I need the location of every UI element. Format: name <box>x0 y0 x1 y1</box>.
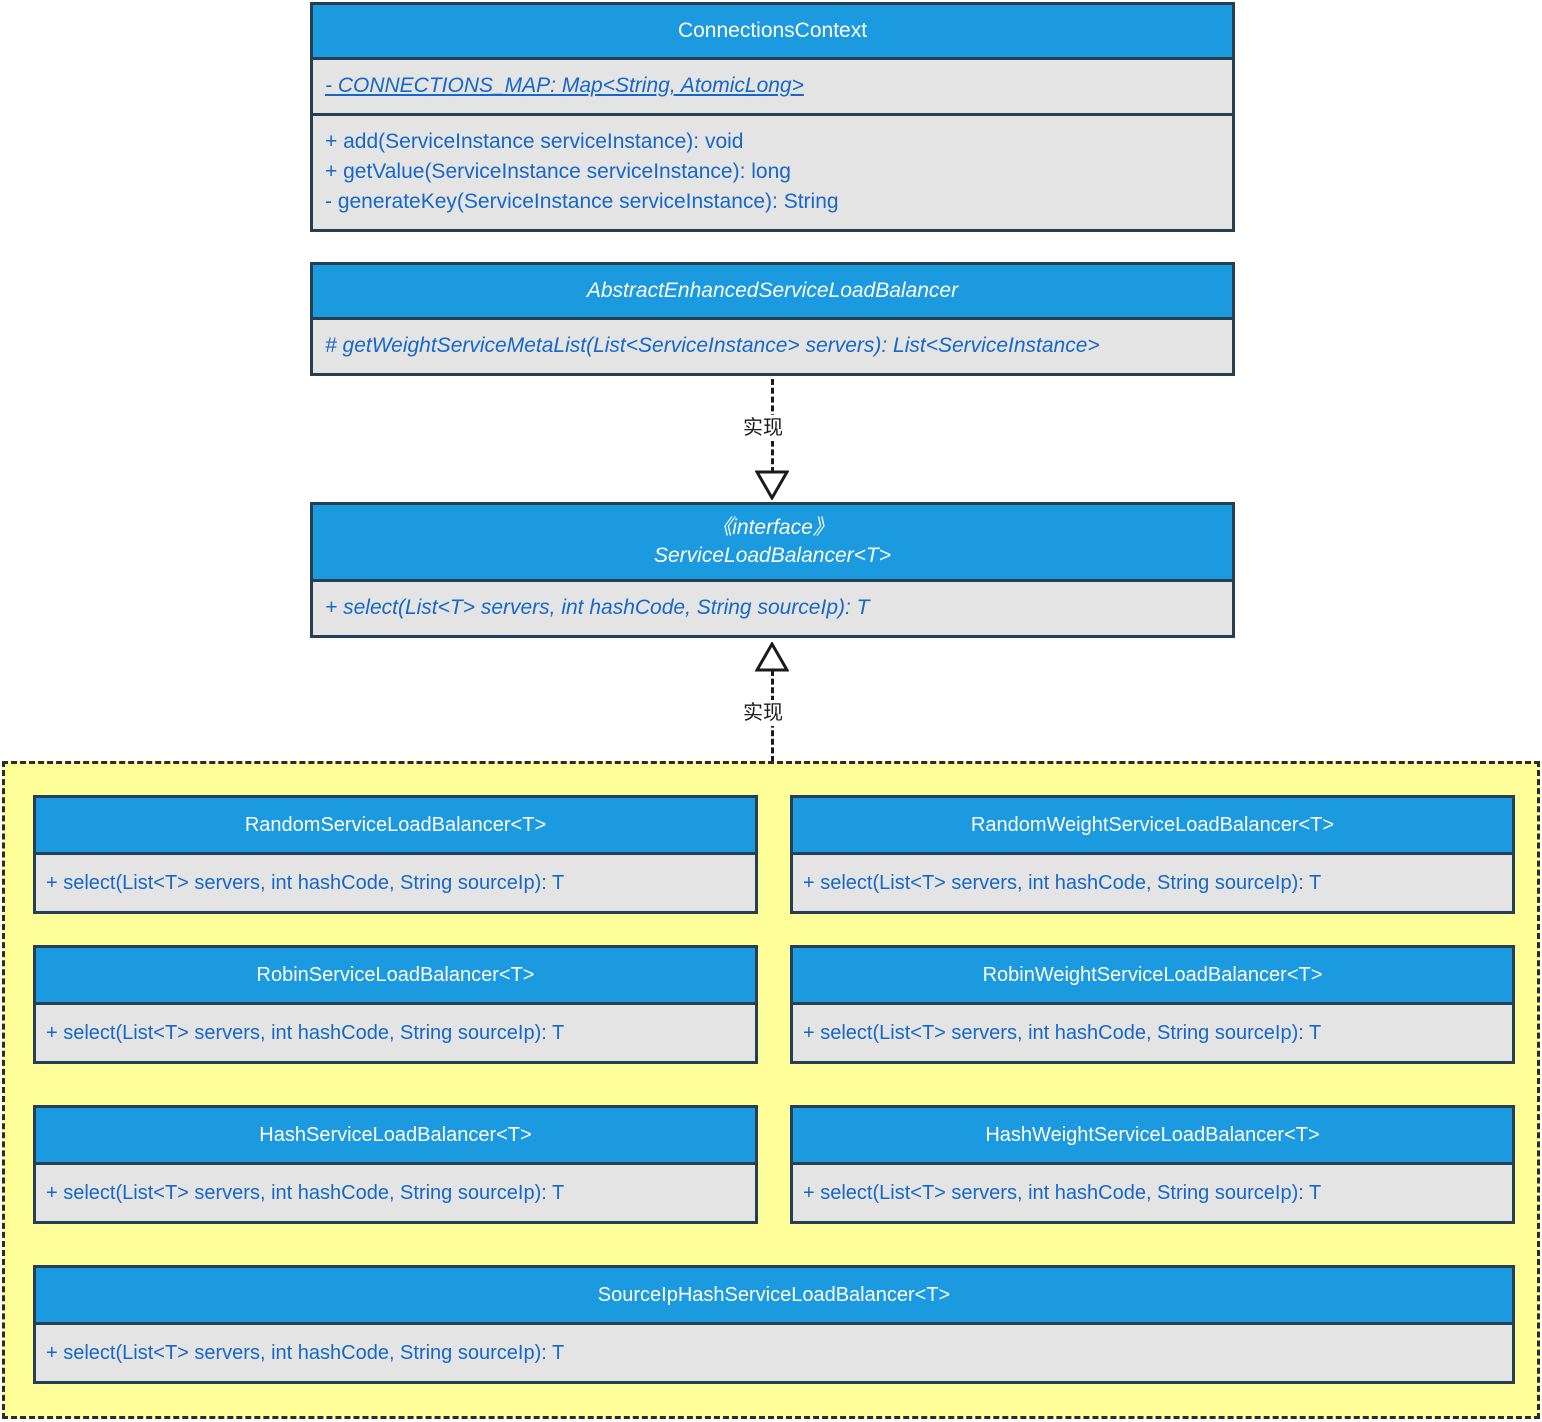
method-select: + select(List<T> servers, int hashCode, … <box>46 872 565 894</box>
method-select: + select(List<T> servers, int hashCode, … <box>46 1022 565 1044</box>
method-get-value: + getValue(ServiceInstance serviceInstan… <box>325 160 791 183</box>
relationship-label-2: 实现 <box>740 700 786 726</box>
class-name-random-service-load-balancer: RandomServiceLoadBalancer<T> <box>36 798 755 855</box>
method-select: + select(List<T> servers, int hashCode, … <box>803 872 1322 894</box>
class-name-robin-weight-service-load-balancer: RobinWeightServiceLoadBalancer<T> <box>793 948 1512 1005</box>
attribute-compartment-connections-context: - CONNECTIONS_MAP: Map<String, AtomicLon… <box>313 60 1232 113</box>
class-box-robin-weight-service-load-balancer[interactable]: RobinWeightServiceLoadBalancer<T> + sele… <box>790 945 1515 1064</box>
class-box-hash-service-load-balancer[interactable]: HashServiceLoadBalancer<T> + select(List… <box>33 1105 758 1224</box>
class-name-hash-service-load-balancer: HashServiceLoadBalancer<T> <box>36 1108 755 1165</box>
method-compartment-hash-weight-service-load-balancer: + select(List<T> servers, int hashCode, … <box>793 1165 1512 1221</box>
method-compartment-abstract-balancer: # getWeightServiceMetaList(List<ServiceI… <box>313 320 1232 373</box>
class-box-source-ip-hash-service-load-balancer[interactable]: SourceIpHashServiceLoadBalancer<T> + sel… <box>33 1265 1515 1384</box>
method-get-weight-service-meta-list: # getWeightServiceMetaList(List<ServiceI… <box>325 334 1100 357</box>
method-compartment-interface: + select(List<T> servers, int hashCode, … <box>313 582 1232 635</box>
class-name-connections-context: ConnectionsContext <box>313 5 1232 60</box>
interface-header: 《interface》 ServiceLoadBalancer<T> <box>313 505 1232 582</box>
method-add: + add(ServiceInstance serviceInstance): … <box>325 130 744 153</box>
relationship-label-1: 实现 <box>740 415 786 441</box>
method-select-interface: + select(List<T> servers, int hashCode, … <box>325 596 870 619</box>
class-box-abstract-enhanced-service-load-balancer[interactable]: AbstractEnhancedServiceLoadBalancer # ge… <box>310 262 1235 376</box>
method-compartment-hash-service-load-balancer: + select(List<T> servers, int hashCode, … <box>36 1165 755 1221</box>
implementations-group: RandomServiceLoadBalancer<T> + select(Li… <box>2 761 1540 1419</box>
method-compartment-robin-service-load-balancer: + select(List<T> servers, int hashCode, … <box>36 1005 755 1061</box>
method-select: + select(List<T> servers, int hashCode, … <box>46 1182 565 1204</box>
class-name-random-weight-service-load-balancer: RandomWeightServiceLoadBalancer<T> <box>793 798 1512 855</box>
class-box-robin-service-load-balancer[interactable]: RobinServiceLoadBalancer<T> + select(Lis… <box>33 945 758 1064</box>
method-select: + select(List<T> servers, int hashCode, … <box>46 1342 565 1364</box>
method-compartment-robin-weight-service-load-balancer: + select(List<T> servers, int hashCode, … <box>793 1005 1512 1061</box>
stereotype-interface: 《interface》 <box>711 516 834 539</box>
class-name-robin-service-load-balancer: RobinServiceLoadBalancer<T> <box>36 948 755 1005</box>
method-compartment-random-weight-service-load-balancer: + select(List<T> servers, int hashCode, … <box>793 855 1512 911</box>
class-box-connections-context[interactable]: ConnectionsContext - CONNECTIONS_MAP: Ma… <box>310 2 1235 232</box>
class-name-service-load-balancer: ServiceLoadBalancer<T> <box>654 544 891 567</box>
method-select: + select(List<T> servers, int hashCode, … <box>803 1022 1322 1044</box>
class-box-service-load-balancer-interface[interactable]: 《interface》 ServiceLoadBalancer<T> + sel… <box>310 502 1235 638</box>
attribute-connections-map: - CONNECTIONS_MAP: Map<String, AtomicLon… <box>325 74 804 97</box>
class-box-random-weight-service-load-balancer[interactable]: RandomWeightServiceLoadBalancer<T> + sel… <box>790 795 1515 914</box>
class-box-hash-weight-service-load-balancer[interactable]: HashWeightServiceLoadBalancer<T> + selec… <box>790 1105 1515 1224</box>
method-compartment-connections-context: + add(ServiceInstance serviceInstance): … <box>313 113 1232 229</box>
class-box-random-service-load-balancer[interactable]: RandomServiceLoadBalancer<T> + select(Li… <box>33 795 758 914</box>
hollow-triangle-up-icon <box>755 642 789 672</box>
method-select: + select(List<T> servers, int hashCode, … <box>803 1182 1322 1204</box>
class-name-abstract-enhanced-service-load-balancer: AbstractEnhancedServiceLoadBalancer <box>313 265 1232 320</box>
method-generate-key: - generateKey(ServiceInstance serviceIns… <box>325 190 839 213</box>
class-name-hash-weight-service-load-balancer: HashWeightServiceLoadBalancer<T> <box>793 1108 1512 1165</box>
class-name-source-ip-hash-service-load-balancer: SourceIpHashServiceLoadBalancer<T> <box>36 1268 1512 1325</box>
method-compartment-random-service-load-balancer: + select(List<T> servers, int hashCode, … <box>36 855 755 911</box>
method-compartment-source-ip-hash-service-load-balancer: + select(List<T> servers, int hashCode, … <box>36 1325 1512 1381</box>
hollow-triangle-down-icon <box>755 470 789 500</box>
